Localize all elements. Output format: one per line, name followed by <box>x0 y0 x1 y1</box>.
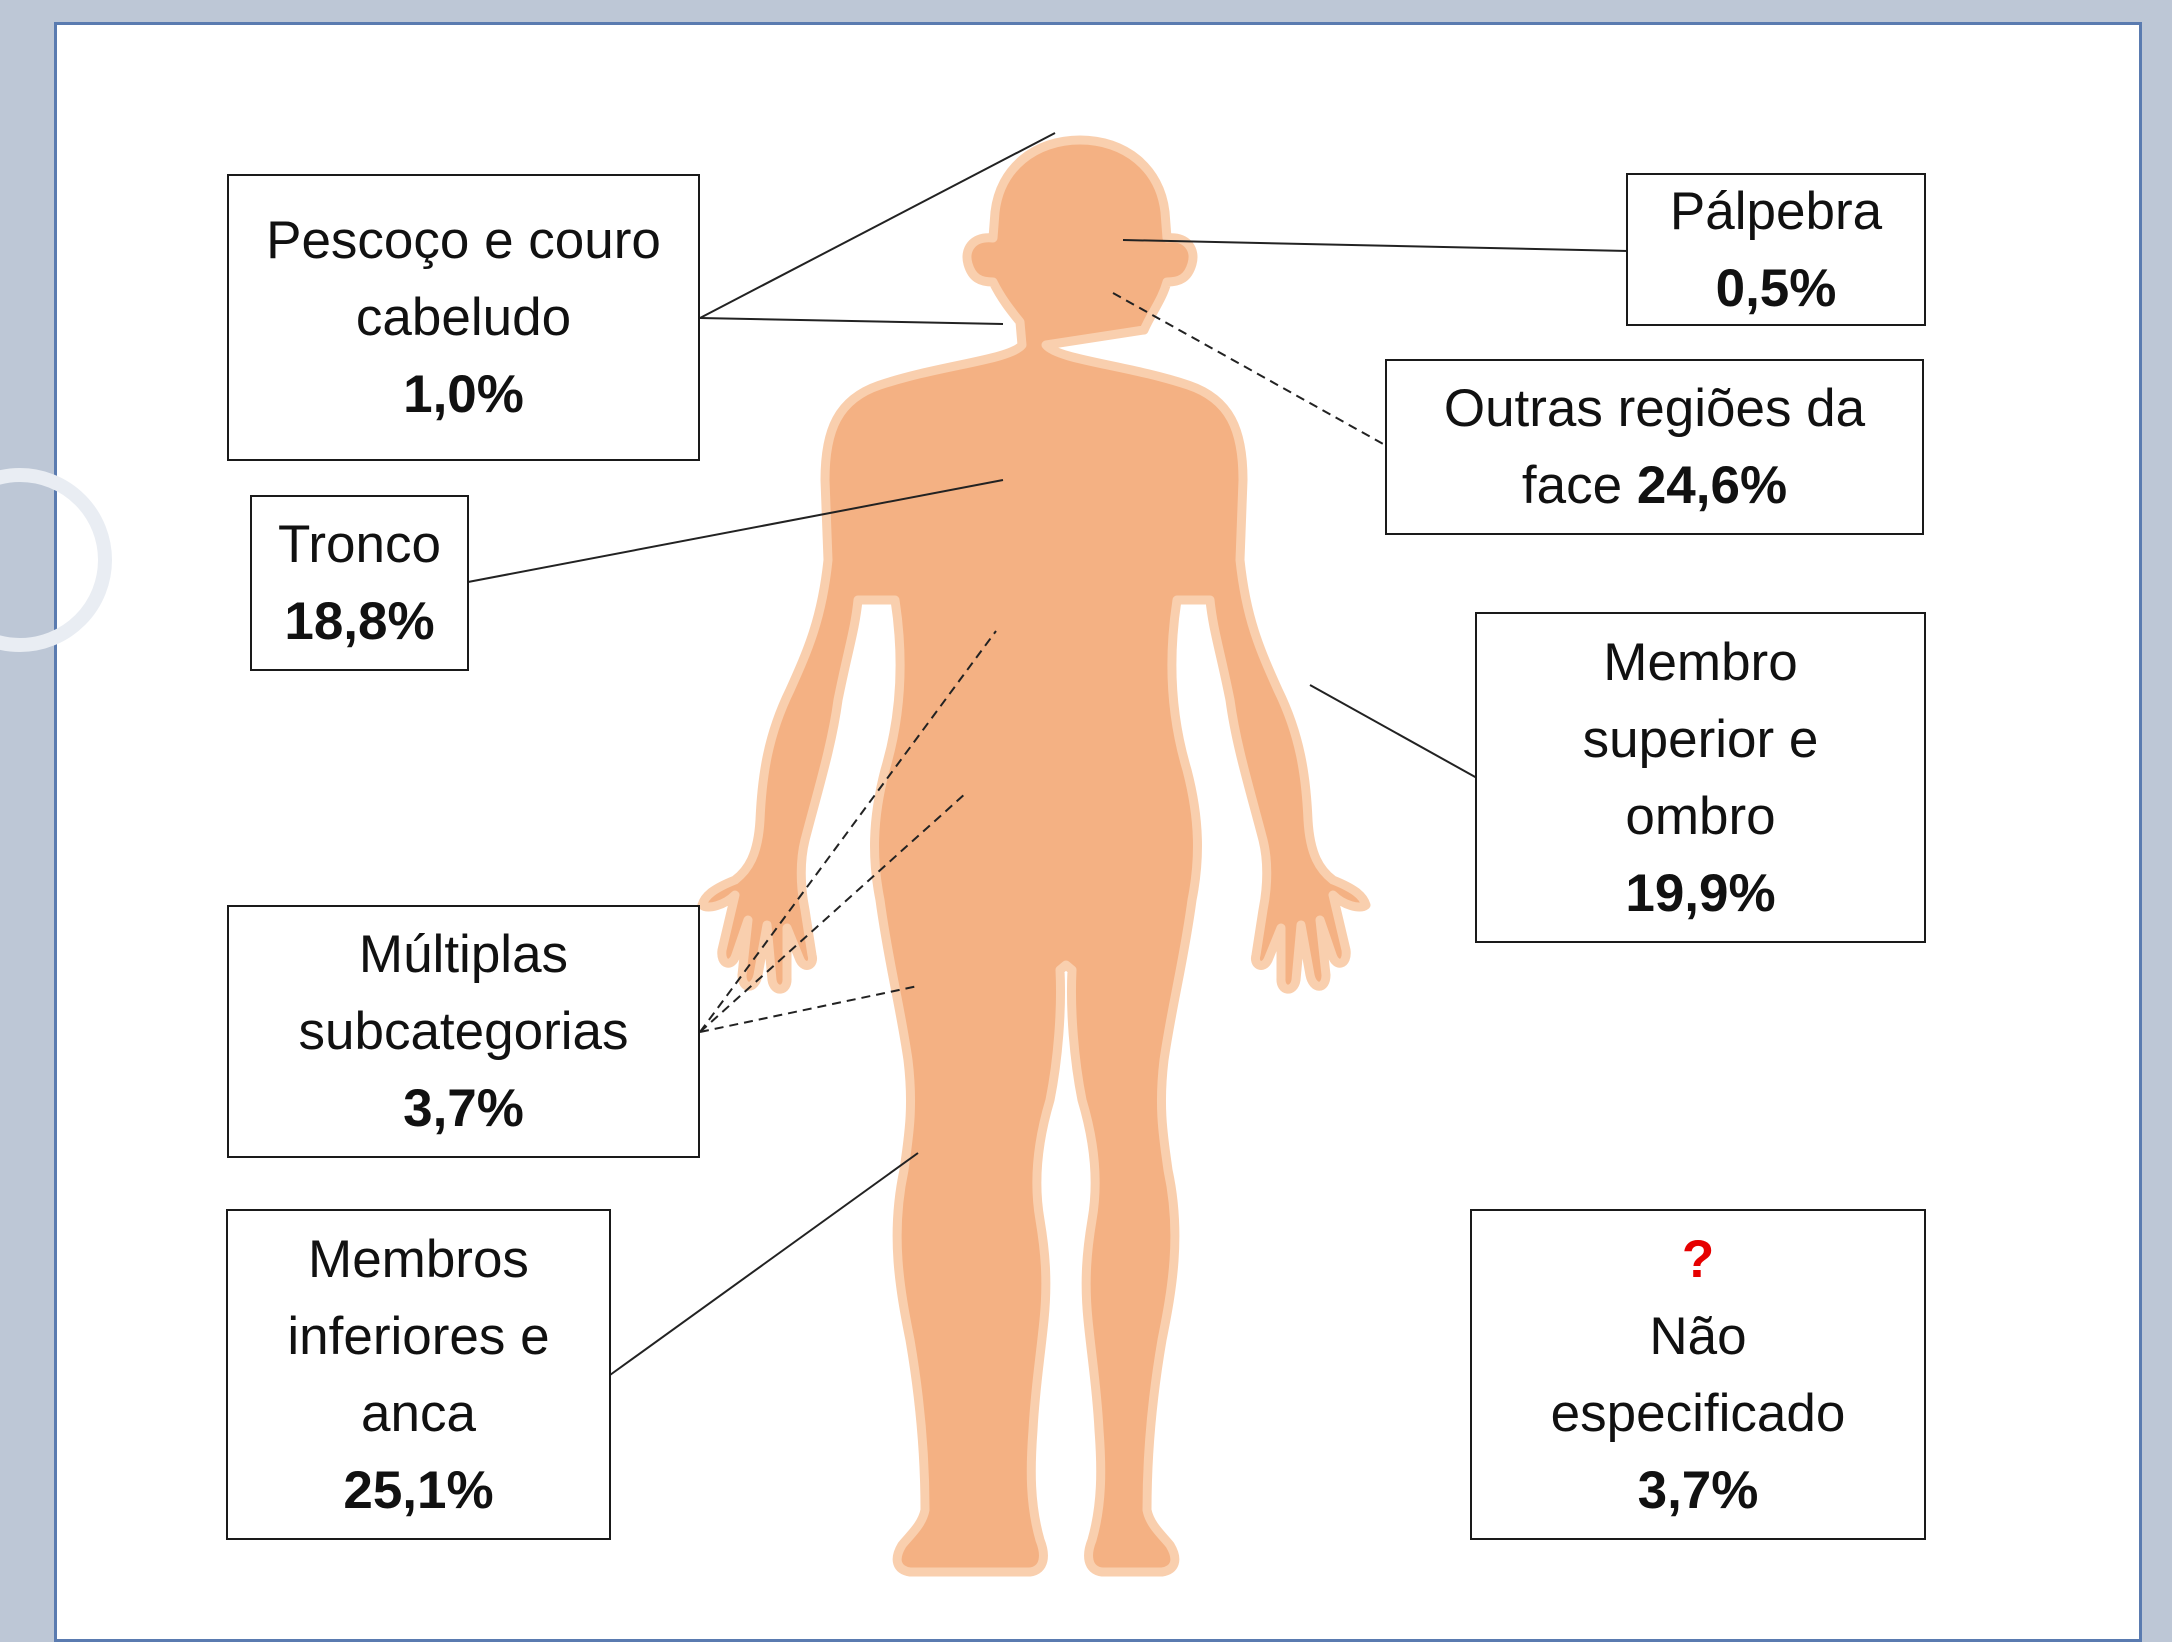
connector-multiple-3 <box>699 985 919 1033</box>
label-other-face-line2-text: face <box>1521 456 1637 515</box>
human-body-silhouette <box>697 135 1371 1577</box>
label-unspecified-value: 3,7% <box>1637 1460 1759 1520</box>
decorative-circle <box>0 468 112 652</box>
connector-multiple-1 <box>699 630 997 1033</box>
label-lower-limbs-line2: inferiores e <box>287 1306 550 1366</box>
connector-trunk <box>467 479 1004 583</box>
dashed-connector-lines <box>699 292 1386 1033</box>
label-lower-limbs: Membros inferiores e anca 25,1% <box>226 1209 611 1540</box>
label-other-face-line1: Outras regiões da <box>1443 379 1866 438</box>
label-other-face-line2: face 24,6% <box>1522 447 1787 524</box>
connector-upper-limb <box>1309 684 1478 779</box>
label-eyelid-line1: Pálpebra <box>1669 181 1883 241</box>
connector-neck-scalp-head <box>699 132 1056 319</box>
question-mark-icon: ? <box>1681 1229 1715 1289</box>
label-trunk-value: 18,8% <box>284 592 435 651</box>
label-upper-limb-line1: Membro <box>1603 632 1798 692</box>
connector-neck-scalp-neck <box>699 317 1004 325</box>
label-lower-limbs-value: 25,1% <box>343 1460 494 1520</box>
label-upper-limb: Membro superior e ombro 19,9% <box>1475 612 1926 943</box>
label-multiple-line2: subcategorias <box>298 1002 629 1061</box>
connector-lines <box>467 132 1629 1376</box>
label-neck-scalp: Pescoço e couro cabeludo 1,0% <box>227 174 700 461</box>
label-eyelid-value: 0,5% <box>1715 258 1837 318</box>
label-trunk: Tronco 18,8% <box>250 495 469 671</box>
label-lower-limbs-line1: Membros <box>308 1229 529 1289</box>
label-multiple-subcategories: Múltiplas subcategorias 3,7% <box>227 905 700 1158</box>
label-lower-limbs-line3: anca <box>361 1383 476 1443</box>
label-neck-scalp-line2: cabeludo <box>355 288 572 347</box>
label-unspecified: ? Não especificado 3,7% <box>1470 1209 1926 1540</box>
label-upper-limb-line2: superior e <box>1582 709 1819 769</box>
label-unspecified-line1: Não <box>1649 1306 1747 1366</box>
label-trunk-line1: Tronco <box>278 515 441 574</box>
label-upper-limb-line3: ombro <box>1625 786 1776 846</box>
label-multiple-line1: Múltiplas <box>358 925 569 984</box>
label-other-face-value: 24,6% <box>1636 456 1788 515</box>
label-neck-scalp-line1: Pescoço e couro <box>266 211 661 270</box>
label-other-face: Outras regiões da face 24,6% <box>1385 359 1924 535</box>
label-upper-limb-value: 19,9% <box>1625 863 1776 923</box>
connector-eyelid <box>1122 239 1629 252</box>
connector-other-face <box>1112 292 1386 446</box>
connector-lower-limbs <box>609 1152 919 1376</box>
label-neck-scalp-value: 1,0% <box>403 365 524 424</box>
label-multiple-value: 3,7% <box>403 1079 524 1138</box>
label-unspecified-line2: especificado <box>1550 1383 1846 1443</box>
label-eyelid: Pálpebra 0,5% <box>1626 173 1926 326</box>
